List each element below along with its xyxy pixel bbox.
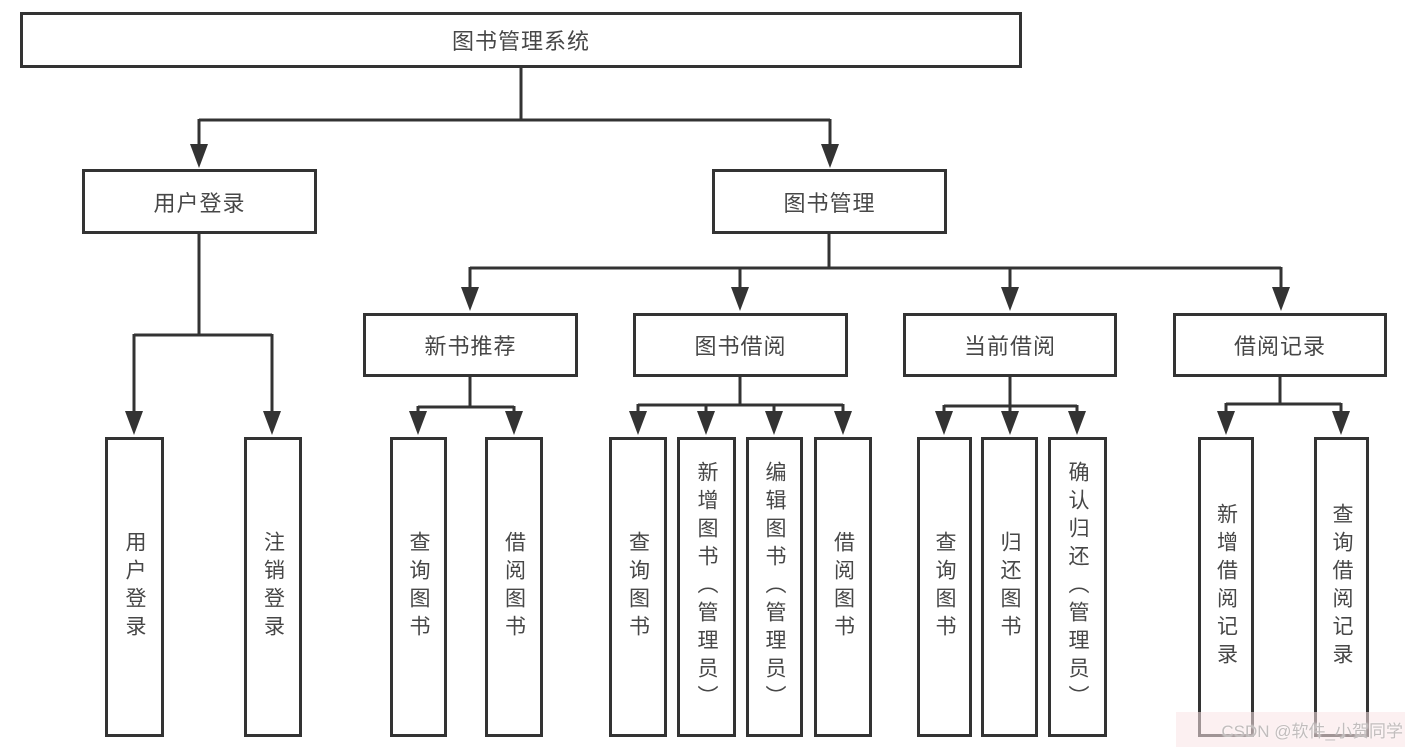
leaf-query-book-3: 查询图书 (917, 437, 972, 737)
leaf-add-book-admin: 新增图书（管理员） (677, 437, 736, 737)
node-root: 图书管理系统 (20, 12, 1022, 68)
leaf-query-book-1: 查询图书 (390, 437, 447, 737)
node-user-login: 用户登录 (82, 169, 317, 234)
node-current-borrow: 当前借阅 (903, 313, 1117, 377)
leaf-edit-book-admin: 编辑图书（管理员） (746, 437, 803, 737)
node-borrow-record: 借阅记录 (1173, 313, 1387, 377)
leaf-confirm-return-admin: 确认归还（管理员） (1048, 437, 1107, 737)
node-new-book-recommend: 新书推荐 (363, 313, 578, 377)
leaf-add-borrow-record: 新增借阅记录 (1198, 437, 1254, 737)
leaf-user-login: 用户登录 (105, 437, 164, 737)
node-book-borrow: 图书借阅 (633, 313, 848, 377)
watermark: CSDN @软件_小贺同学 (1176, 712, 1405, 747)
arrowhead-icons (125, 144, 1350, 435)
leaf-borrow-book-2: 借阅图书 (814, 437, 872, 737)
leaf-query-borrow-record: 查询借阅记录 (1314, 437, 1369, 737)
leaf-return-book: 归还图书 (981, 437, 1038, 737)
node-book-management: 图书管理 (712, 169, 947, 234)
leaf-logout: 注销登录 (244, 437, 302, 737)
leaf-borrow-book-1: 借阅图书 (485, 437, 543, 737)
watermark-text: CSDN @软件_小贺同学 (1221, 722, 1403, 741)
leaf-query-book-2: 查询图书 (609, 437, 667, 737)
